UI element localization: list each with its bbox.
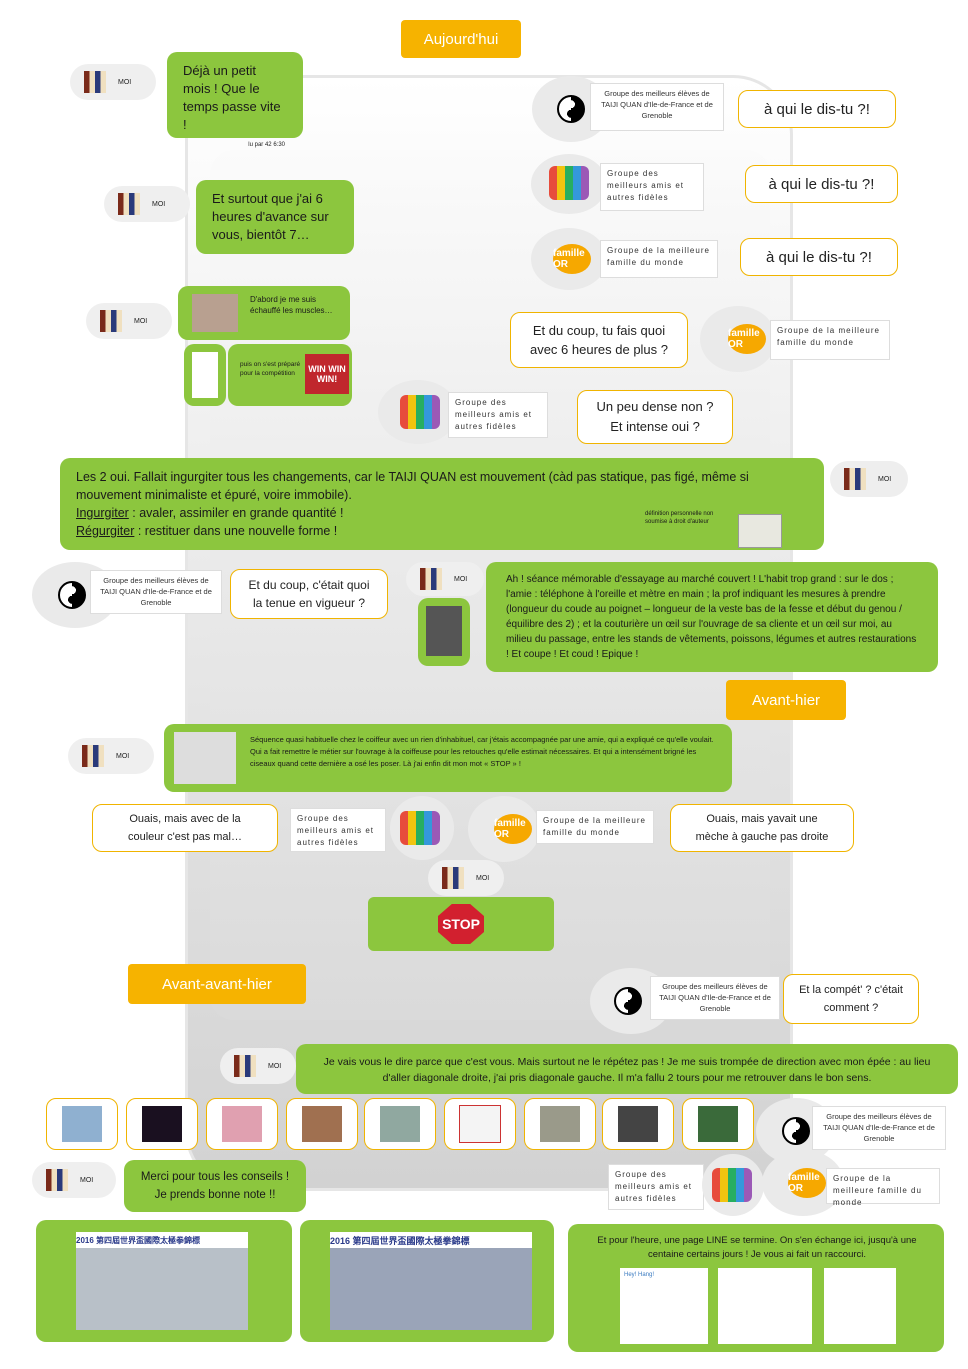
photo-thumbnail	[602, 1098, 674, 1150]
podium-photo: 2016 第四屆世界盃國際太極拳錦標	[76, 1232, 248, 1330]
drawing-photo	[192, 352, 218, 398]
sender-name: Groupe des meilleurs amis et autres fidè…	[448, 392, 548, 438]
yin-yang-icon	[782, 1117, 810, 1145]
avatar-moi: MOI	[68, 738, 154, 774]
moi-icon	[442, 867, 464, 889]
message-bubble: D'abord je me suis échauffé les muscles…	[178, 286, 350, 340]
win-image: WIN WIN WIN!	[305, 354, 349, 394]
podium-photo: 2016 第四屆世界盃國際太極拳錦標	[330, 1232, 532, 1330]
avatar-moi: MOI	[220, 1048, 296, 1084]
message-bubble: Séquence quasi habituelle chez le coiffe…	[164, 724, 732, 792]
yin-yang-icon	[614, 987, 642, 1015]
stop-sign-icon: STOP	[438, 904, 484, 944]
sticker-cat: Hey! Hang!	[620, 1268, 708, 1344]
avatar-friends-group	[390, 796, 454, 860]
friends-icon	[400, 811, 440, 845]
photo-thumbnail	[286, 1098, 358, 1150]
avatar-moi: MOI	[104, 186, 190, 222]
friends-icon	[712, 1168, 752, 1202]
avatar-moi: MOI	[32, 1162, 116, 1198]
book-photo	[738, 514, 782, 548]
avatar-friends-group	[378, 380, 458, 444]
date-label-day-before: Avant-hier	[726, 680, 846, 720]
sender-name: Groupe des meilleurs élèves de TAIJI QUA…	[650, 976, 780, 1020]
reply-bubble: Ouais, mais avec de la couleur c'est pas…	[92, 804, 278, 852]
message-bubble: Et surtout que j'ai 6 heures d'avance su…	[196, 180, 354, 254]
photo-thumbnail	[444, 1098, 516, 1150]
image-bubble	[418, 598, 470, 666]
reply-bubble: Et la compét' ? c'était comment ?	[783, 974, 919, 1024]
message-bubble: Déjà un petit mois ! Que le temps passe …	[167, 52, 303, 138]
moi-icon	[844, 468, 866, 490]
famille-or-logo: famille OR	[553, 244, 591, 274]
avatar-moi: MOI	[70, 64, 156, 100]
sender-name: Groupe des meilleurs amis et autres fidè…	[290, 808, 386, 852]
famille-or-logo: famille OR	[494, 814, 532, 844]
famille-or-logo: famille OR	[788, 1168, 826, 1198]
message-bubble: Ah ! séance mémorable d'essayage au marc…	[486, 562, 938, 672]
avatar-moi: MOI	[428, 860, 504, 896]
famille-or-logo: famille OR	[728, 324, 766, 354]
yin-yang-icon	[58, 581, 86, 609]
sender-name: Groupe de la meilleure famille du monde	[536, 810, 654, 844]
avatar-moi: MOI	[406, 562, 484, 596]
photo-thumbnail	[524, 1098, 596, 1150]
jackets-photo	[426, 606, 462, 656]
avatar-family-group: famille OR	[531, 228, 607, 290]
date-label-today: Aujourd'hui	[401, 20, 521, 58]
avatar-family-group: famille OR	[468, 796, 540, 862]
image-bubble	[184, 344, 226, 406]
photo-thumbnail	[364, 1098, 436, 1150]
message-bubble: Je vais vous le dire parce que c'est vou…	[296, 1044, 958, 1094]
avatar-moi: MOI	[86, 303, 172, 339]
photo-thumbnail	[126, 1098, 198, 1150]
moi-icon	[118, 193, 140, 215]
avatar-moi: MOI	[830, 461, 908, 497]
message-bubble: Et pour l'heure, une page LINE se termin…	[568, 1224, 944, 1352]
friends-icon	[549, 166, 589, 200]
image-bubble: 2016 第四屆世界盃國際太極拳錦標	[300, 1220, 554, 1342]
photo-thumbnail	[682, 1098, 754, 1150]
moi-icon	[100, 310, 122, 332]
cartoon-image	[174, 732, 236, 784]
moi-icon	[84, 71, 106, 93]
sender-name: Groupe des meilleurs élèves de TAIJI QUA…	[90, 570, 222, 614]
avatar-family-group: famille OR	[700, 306, 776, 372]
sender-name: Groupe des meilleurs élèves de TAIJI QUA…	[812, 1106, 946, 1150]
sticker-food	[718, 1268, 812, 1344]
photo-thumbnail	[206, 1098, 278, 1150]
message-bubble: Merci pour tous les conseils ! Je prends…	[124, 1160, 306, 1212]
reply-bubble: à qui le dis-tu ?!	[740, 238, 898, 276]
reply-bubble: Ouais, mais yavait une mèche à gauche pa…	[670, 804, 854, 852]
sender-name: Groupe de la meilleure famille du monde	[770, 320, 890, 360]
sender-name: Groupe des meilleurs amis et autres fidè…	[600, 163, 704, 211]
photo-thumbnail	[46, 1098, 118, 1150]
image-bubble: 2016 第四屆世界盃國際太極拳錦標	[36, 1220, 292, 1342]
moi-icon	[46, 1169, 68, 1191]
moi-icon	[82, 745, 104, 767]
moi-icon	[234, 1055, 256, 1077]
reply-bubble: à qui le dis-tu ?!	[738, 90, 896, 128]
friends-icon	[400, 395, 440, 429]
stop-image: STOP	[368, 897, 554, 951]
yin-yang-icon	[557, 95, 585, 123]
moi-icon	[420, 568, 442, 590]
read-status: lu par 42 6:30	[248, 142, 285, 148]
message-bubble: puis on s'est préparé pour la compétitio…	[228, 344, 352, 406]
muscle-photo	[192, 294, 238, 332]
reply-bubble: Et du coup, c'était quoi la tenue en vig…	[230, 569, 388, 619]
avatar-friends-group	[702, 1154, 764, 1216]
sender-name: Groupe des meilleurs amis et autres fidè…	[608, 1164, 704, 1210]
message-bubble: Les 2 oui. Fallait ingurgiter tous les c…	[60, 458, 824, 550]
avatar-friends-group	[531, 154, 607, 214]
sender-name: Groupe de la meilleure famille du monde	[600, 240, 718, 278]
sender-name: Groupe des meilleurs élèves de TAIJI QUA…	[590, 83, 724, 131]
sticker-bunny	[824, 1268, 896, 1344]
date-label-two-days-before: Avant-avant-hier	[128, 964, 306, 1004]
sender-name: Groupe de la meilleure famille du monde	[826, 1168, 940, 1207]
reply-bubble: Et du coup, tu fais quoi avec 6 heures d…	[510, 312, 688, 368]
reply-bubble: à qui le dis-tu ?!	[745, 165, 898, 203]
reply-bubble: Un peu dense non ? Et intense oui ?	[577, 390, 733, 444]
